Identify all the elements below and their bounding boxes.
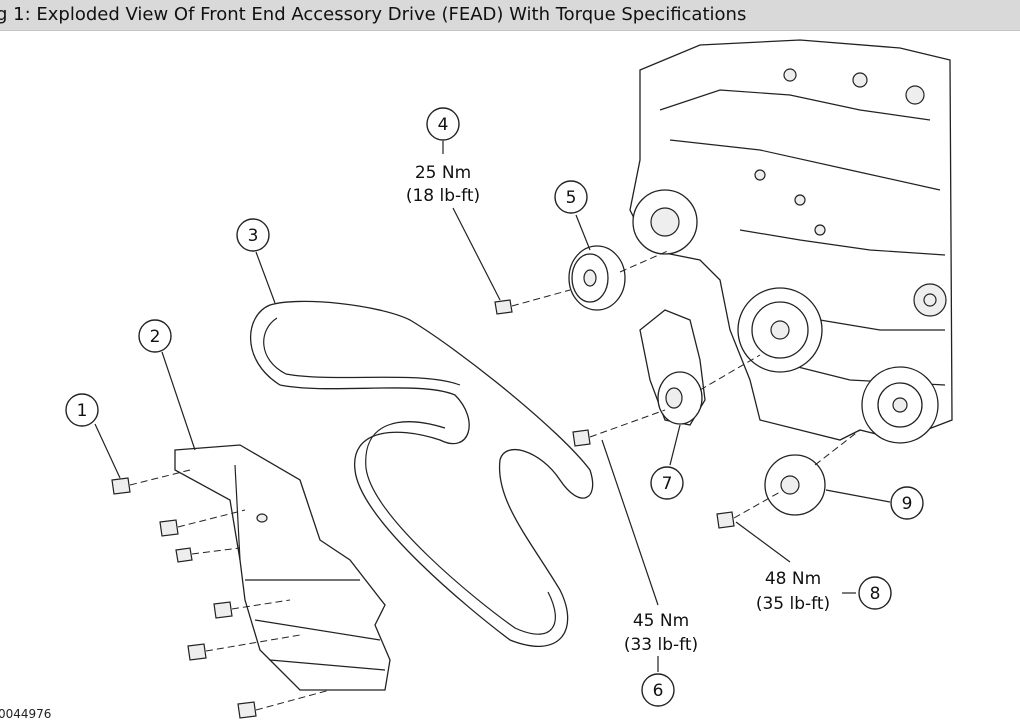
torque-4-nm: 25 Nm: [415, 163, 471, 183]
splash-shield-illustration: [174, 444, 391, 691]
svg-text:8: 8: [870, 584, 881, 604]
callout-5: 5: [554, 180, 588, 214]
callout-6: 6: [641, 673, 675, 707]
torque-8-lbft: (35 lb-ft): [756, 594, 830, 614]
callout-9: 9: [890, 486, 924, 520]
torque-spec-4: 25 Nm (18 lb-ft): [406, 163, 480, 206]
svg-text:2: 2: [150, 327, 161, 347]
drive-belt-illustration: [250, 300, 594, 647]
idler-pulley-9-illustration: [716, 429, 861, 529]
svg-text:7: 7: [662, 474, 673, 494]
svg-text:5: 5: [566, 188, 577, 208]
callout-4: 4: [426, 107, 460, 141]
callout-7: 7: [650, 466, 684, 500]
callout-2: 2: [138, 319, 172, 353]
callout-3: 3: [236, 218, 270, 252]
svg-text:4: 4: [438, 115, 449, 135]
torque-spec-6: 45 Nm (33 lb-ft): [624, 611, 698, 655]
figure-id: 0044976: [0, 707, 52, 721]
torque-spec-8: 48 Nm (35 lb-ft): [756, 569, 830, 614]
svg-text:9: 9: [902, 494, 913, 514]
callout-1: 1: [65, 393, 99, 427]
torque-6-nm: 45 Nm: [633, 611, 689, 631]
torque-4-lbft: (18 lb-ft): [406, 186, 480, 206]
svg-text:6: 6: [653, 681, 664, 701]
torque-6-lbft: (33 lb-ft): [624, 635, 698, 655]
figure-title: g 1: Exploded View Of Front End Accessor…: [0, 4, 747, 25]
idler-pulley-5-illustration: [494, 245, 671, 315]
callout-8: 8: [858, 576, 892, 610]
figure-title-bar: g 1: Exploded View Of Front End Accessor…: [0, 0, 1020, 31]
svg-text:1: 1: [77, 401, 88, 421]
torque-8-nm: 48 Nm: [765, 569, 821, 589]
engine-block-illustration: [629, 39, 953, 444]
push-pin-fasteners: [111, 469, 331, 719]
svg-text:3: 3: [248, 226, 259, 246]
leader-lines: [94, 141, 891, 672]
belt-tensioner-illustration: [572, 309, 761, 447]
